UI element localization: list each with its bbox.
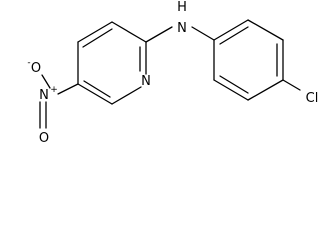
phenyl-bond-4 — [247, 79, 284, 101]
nitro-o-top-label: O — [31, 61, 41, 76]
bond-nitro-n-o-top — [41, 74, 51, 89]
nitro-o-bottom-label: O — [39, 131, 49, 146]
bond-c2-nh — [145, 26, 173, 43]
phenyl-bond-1-inner — [219, 26, 249, 45]
amine-n-label: N — [177, 21, 187, 36]
ring-bond-c4-c4-inner — [82, 28, 113, 48]
phenyl-bond-1 — [213, 19, 249, 41]
molecule-structure: H N N Cl N + O - O — [27, 0, 319, 146]
ring-n-label: N — [141, 74, 151, 89]
bond-nh-c1prime — [191, 26, 215, 41]
chlorine-label: Cl — [306, 91, 319, 106]
bond-c5-nitro-n — [57, 83, 79, 95]
chlorophenyl-ring — [213, 19, 284, 101]
amine-h-label: H — [177, 0, 187, 15]
ring-bond-n1-c6 — [111, 86, 142, 105]
nitro-n-label: N — [39, 88, 49, 103]
molecule-drawing: H N N Cl N + O - O — [27, 0, 319, 146]
ring-bond-c3-c4 — [77, 21, 113, 43]
pyridine-ring — [77, 21, 147, 105]
nitro-o-minus-charge: - — [27, 58, 30, 68]
phenyl-bond-5 — [213, 79, 249, 101]
ring-bond-c6-c5 — [77, 83, 113, 105]
phenyl-bond-5-inner — [219, 75, 249, 94]
nitro-plus-charge: + — [50, 85, 58, 95]
ring-bond-c3-c2 — [111, 21, 147, 43]
phenyl-bond-2 — [247, 19, 284, 41]
ring-bond-c6-c5-inner — [83, 80, 111, 98]
bond-c4prime-cl — [282, 79, 301, 91]
